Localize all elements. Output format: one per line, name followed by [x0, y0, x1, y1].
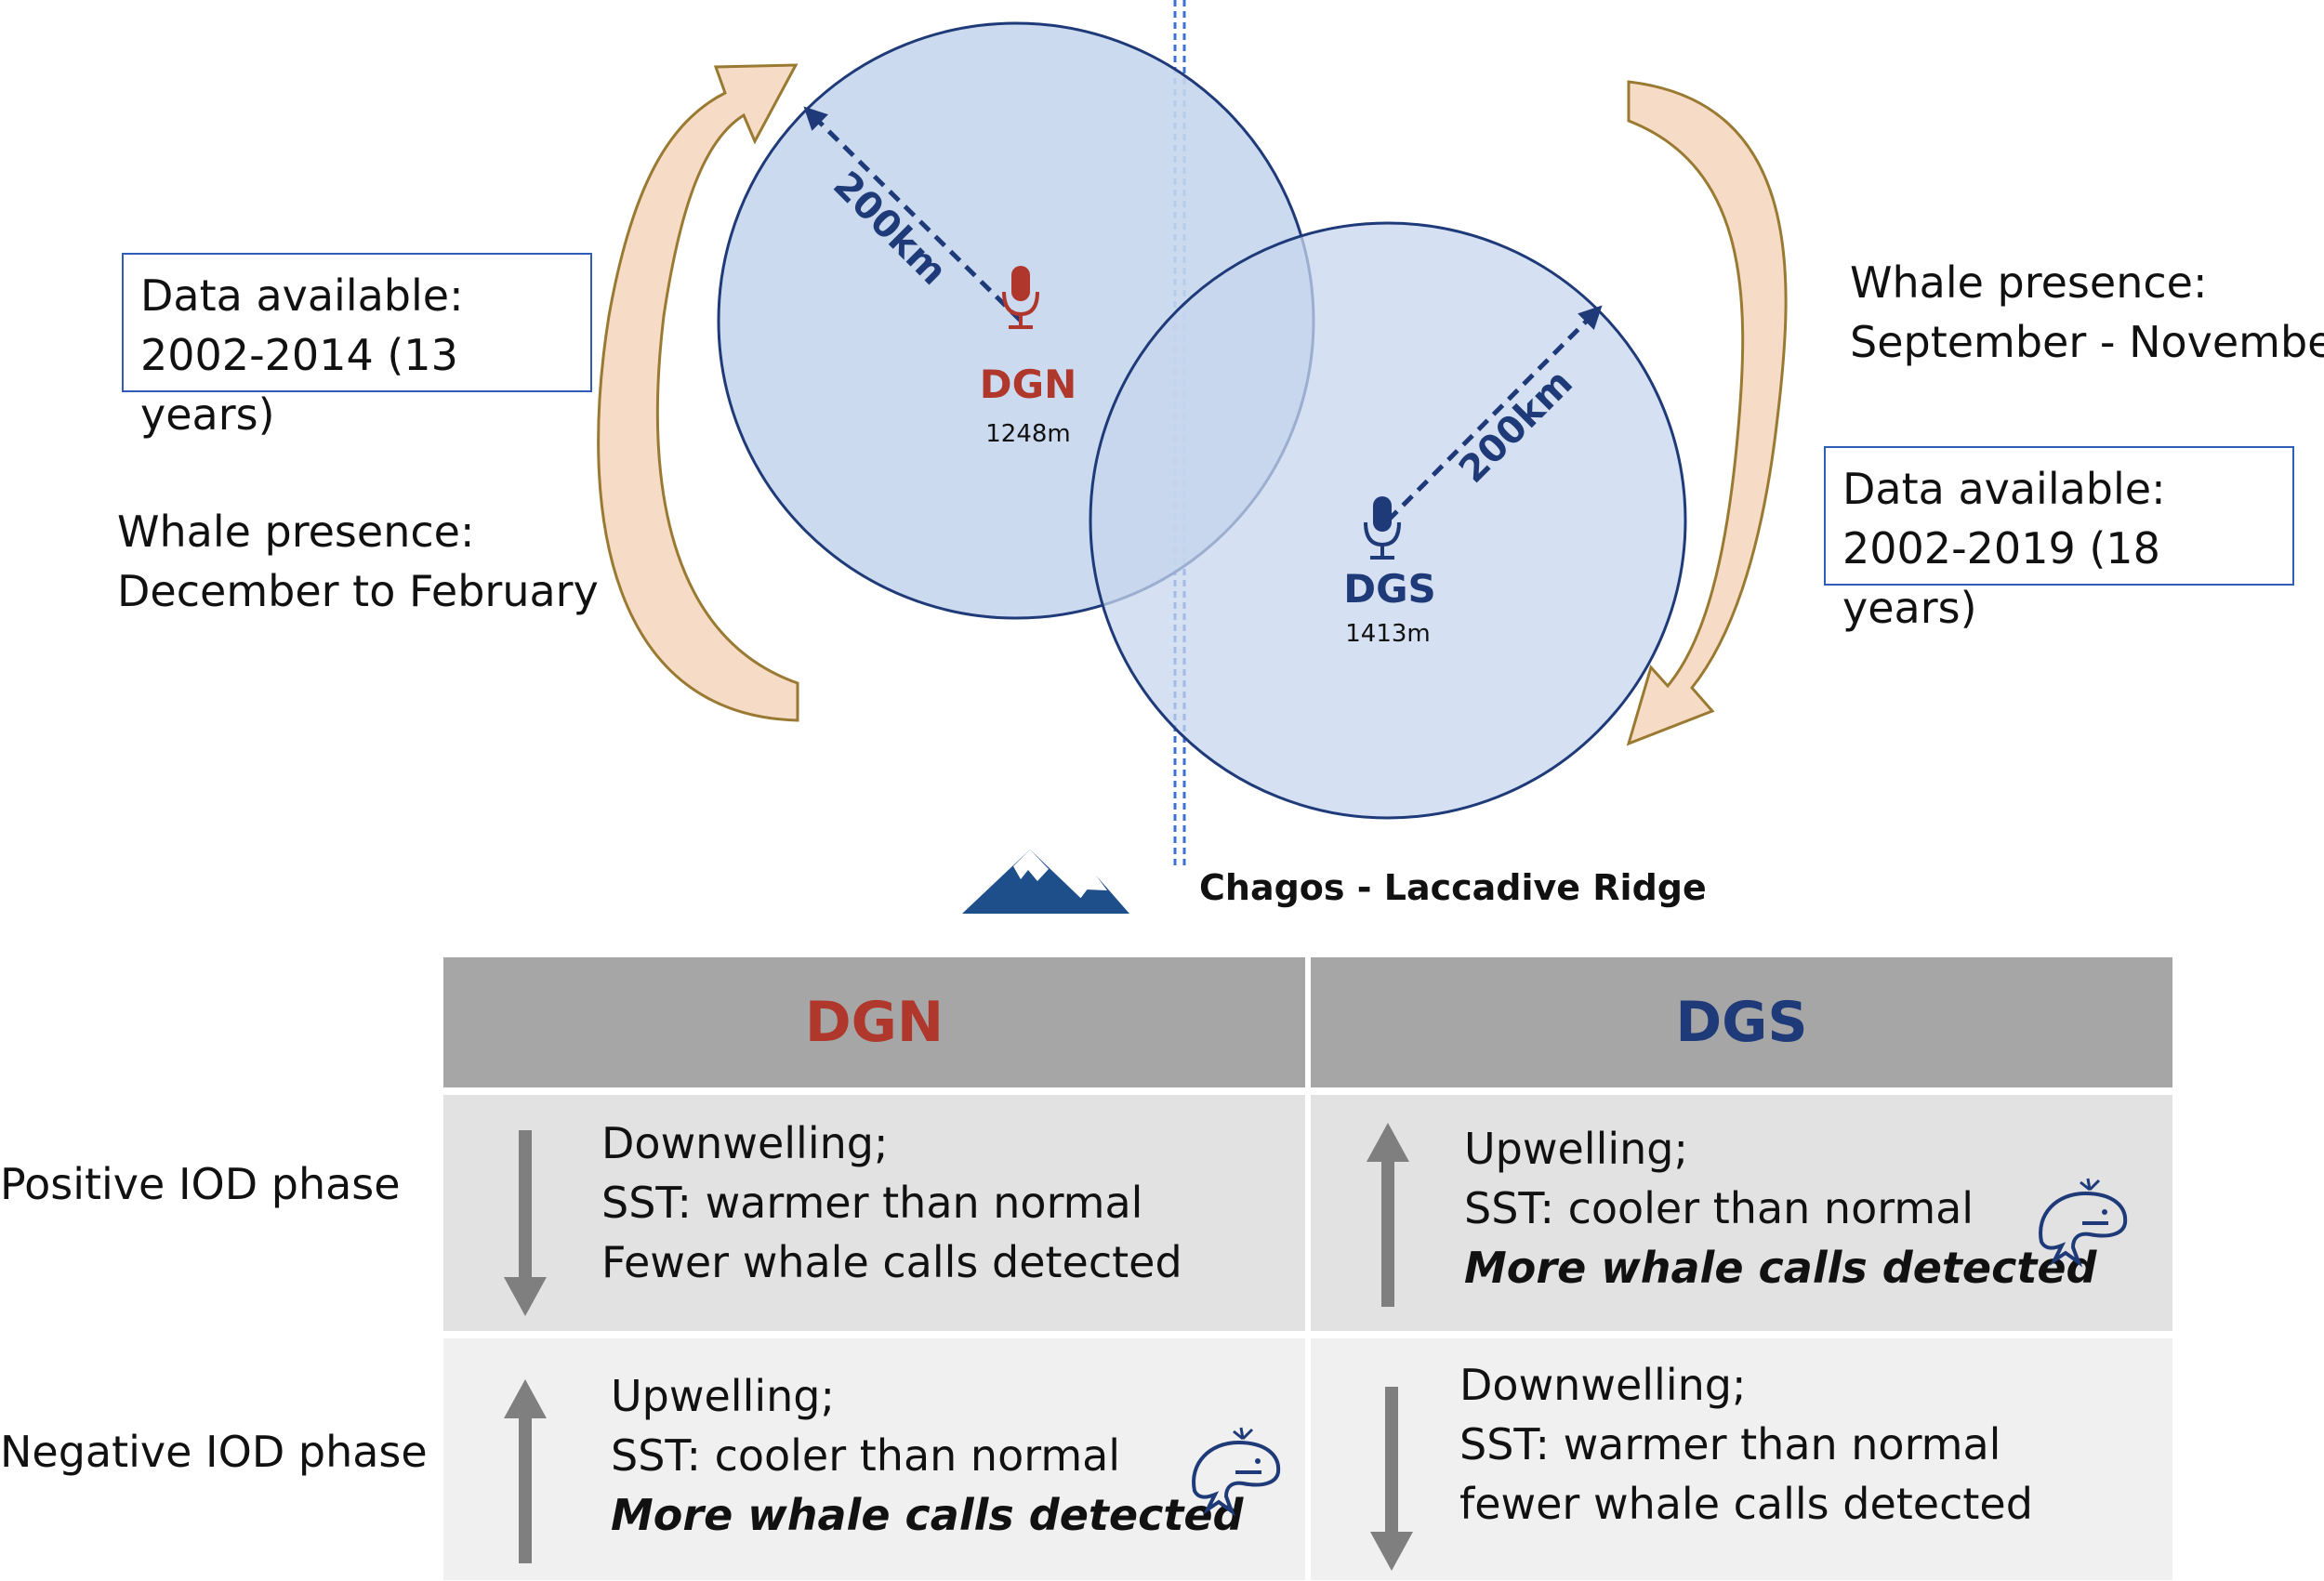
data-available-value: 2002-2019 (18 years): [1842, 523, 2160, 633]
data-available-value: 2002-2014 (13 years): [140, 330, 458, 440]
whale-presence-label: Whale presence:: [1850, 257, 2208, 308]
cell-line: SST: warmer than normal: [601, 1178, 1143, 1228]
cell-line: Upwelling;: [1464, 1124, 1688, 1174]
table-header-dgn: DGN: [443, 957, 1305, 1087]
whale-icon: [2039, 1178, 2128, 1268]
cell-negative-dgn: Upwelling; SST: cooler than normal More …: [443, 1338, 1305, 1580]
dgn-radius-arrow: [803, 106, 1023, 323]
whale-presence-value: September - November: [1850, 317, 2324, 367]
data-available-label: Data available:: [1842, 464, 2166, 514]
cell-negative-dgs: Downwelling; SST: warmer than normal few…: [1311, 1338, 2172, 1580]
cell-line: More whale calls detected: [611, 1490, 1244, 1540]
cell-line: Downwelling;: [601, 1118, 889, 1168]
arrow-down-icon: [504, 1130, 547, 1316]
header-label: DGN: [804, 990, 944, 1055]
whale-presence-label: Whale presence:: [117, 507, 475, 557]
data-available-label: Data available:: [140, 270, 464, 321]
cell-positive-dgs: Upwelling; SST: cooler than normal More …: [1311, 1095, 2172, 1331]
cell-line: Upwelling;: [611, 1371, 835, 1421]
dgs-data-available-box: Data available: 2002-2019 (18 years): [1824, 446, 2294, 633]
dgs-station-label: DGS: [1343, 566, 1436, 612]
row-label-negative-iod: Negative IOD phase: [0, 1427, 428, 1477]
mountain-icon: [962, 850, 1129, 914]
microphone-icon: [1002, 266, 1039, 329]
cell-line: fewer whale calls detected: [1459, 1479, 2033, 1529]
dgs-depth-label: 1413m: [1345, 620, 1431, 648]
dgs-whale-presence: Whale presence: September - November: [1850, 253, 2324, 372]
dgs-radius-arrow: [1386, 305, 1603, 522]
dgn-whale-presence: Whale presence: December to February: [117, 502, 599, 621]
table-header-dgs: DGS: [1311, 957, 2172, 1087]
dgn-data-available-box: Data available: 2002-2014 (13 years): [122, 253, 592, 440]
cell-line: Fewer whale calls detected: [601, 1237, 1182, 1287]
arrow-down-icon: [1370, 1387, 1413, 1571]
dgn-station-label: DGN: [980, 362, 1077, 407]
ridge-label: Chagos - Laccadive Ridge: [1199, 867, 1707, 908]
cell-line: Downwelling;: [1459, 1360, 1747, 1410]
seasonal-arrow-left: [597, 63, 799, 722]
cell-positive-dgn: Downwelling; SST: warmer than normal Few…: [443, 1095, 1305, 1331]
row-label-positive-iod: Positive IOD phase: [0, 1159, 401, 1209]
cell-line: SST: cooler than normal: [611, 1430, 1121, 1481]
microphone-icon: [1364, 496, 1401, 560]
dgn-depth-label: 1248m: [985, 420, 1071, 448]
cell-line: More whale calls detected: [1464, 1243, 2097, 1293]
cell-line: SST: cooler than normal: [1464, 1183, 1974, 1233]
whale-icon: [1192, 1427, 1281, 1517]
header-label: DGS: [1675, 990, 1808, 1055]
cell-line: SST: warmer than normal: [1459, 1419, 2001, 1469]
arrow-up-icon: [504, 1379, 547, 1563]
arrow-up-icon: [1367, 1123, 1409, 1307]
seasonal-arrow-right: [1626, 80, 1788, 746]
whale-presence-value: December to February: [117, 566, 599, 616]
